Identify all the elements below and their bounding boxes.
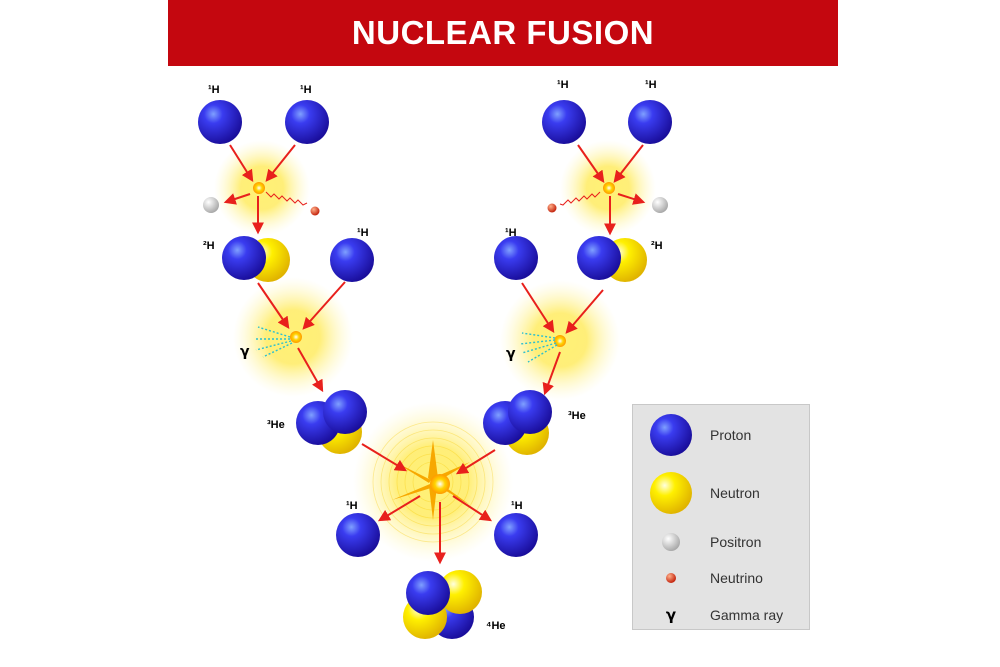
legend-item-neutrino: Neutrino <box>633 558 811 598</box>
neutron-particle <box>438 570 482 614</box>
legend-label: Proton <box>710 427 752 443</box>
core-left-top <box>253 182 265 194</box>
neutrino-icon <box>647 558 695 598</box>
neutrino-particle <box>547 203 557 213</box>
core-right-top <box>603 182 615 194</box>
label-h1: ¹H <box>208 84 220 96</box>
arrow <box>377 495 421 522</box>
gamma-rays <box>254 326 558 363</box>
arrow <box>577 144 605 183</box>
label-h1: ¹H <box>505 227 517 239</box>
arrow <box>257 282 290 329</box>
positron-particle <box>652 197 668 213</box>
legend-label: Neutron <box>710 485 760 501</box>
label-h1: ¹H <box>300 84 312 96</box>
label-h1: ¹H <box>357 227 369 239</box>
wavy-line <box>559 191 601 206</box>
label-gamma: γ <box>506 346 516 362</box>
neutrino-particle <box>310 206 320 216</box>
proton-particle <box>494 236 538 280</box>
arrow <box>361 443 408 472</box>
positron-icon <box>647 522 695 562</box>
label-h2: ²H <box>203 240 215 252</box>
core-right-mid <box>554 335 566 347</box>
proton-particle <box>222 236 266 280</box>
legend-item-proton: Proton <box>633 414 811 456</box>
proton-particle <box>323 390 367 434</box>
arrow <box>452 495 493 522</box>
label-he3: ³He <box>568 410 586 422</box>
core-left-mid <box>290 331 302 343</box>
proton-particle <box>542 100 586 144</box>
arrow <box>542 351 561 396</box>
arrow <box>229 144 254 183</box>
legend: Proton Neutron Positron Neutrino γ Gamma… <box>632 404 810 630</box>
proton-particle <box>198 100 242 144</box>
arrow <box>302 281 346 330</box>
gamma-icon: γ <box>647 595 695 635</box>
wavy-line <box>265 191 308 206</box>
proton-particle <box>336 513 380 557</box>
label-h2: ²H <box>651 240 663 252</box>
legend-label: Neutrino <box>710 570 763 586</box>
proton-particle <box>285 100 329 144</box>
gamma-symbol: γ <box>665 606 677 624</box>
label-h1: ¹H <box>557 79 569 91</box>
neutrino-trails <box>265 191 601 206</box>
isotope-labels: ¹H ¹H ¹H ¹H ²H ¹H ¹H ²H γ γ ³He ³He ¹H ¹… <box>203 79 663 632</box>
label-h1: ¹H <box>645 79 657 91</box>
page-title: NUCLEAR FUSION <box>351 14 655 51</box>
arrow <box>617 193 646 205</box>
reaction-arrows <box>223 144 646 565</box>
arrow <box>565 289 604 334</box>
proton-particle <box>508 390 552 434</box>
particles <box>198 100 672 639</box>
proton-particle <box>330 238 374 282</box>
proton-particle <box>494 513 538 557</box>
arrow <box>223 193 251 205</box>
proton-icon <box>647 414 695 456</box>
neutron-icon <box>647 472 695 514</box>
arrow <box>265 144 296 182</box>
label-he4: ⁴He <box>486 620 506 632</box>
proton-particle <box>406 571 450 615</box>
positron-particle <box>203 197 219 213</box>
arrow <box>455 449 496 475</box>
arrow <box>297 347 324 393</box>
legend-item-neutron: Neutron <box>633 472 811 514</box>
arrow <box>613 144 644 183</box>
legend-label: Positron <box>710 534 762 550</box>
label-h1: ¹H <box>511 500 523 512</box>
label-h1: ¹H <box>346 500 358 512</box>
proton-particle <box>628 100 672 144</box>
arrow <box>521 282 555 334</box>
label-gamma: γ <box>240 344 250 360</box>
legend-item-positron: Positron <box>633 522 811 562</box>
label-he3: ³He <box>267 419 285 431</box>
proton-particle <box>577 236 621 280</box>
legend-item-gamma: γ Gamma ray <box>633 595 811 635</box>
title-bar: NUCLEAR FUSION <box>168 0 838 66</box>
reaction-glows <box>214 140 656 562</box>
legend-label: Gamma ray <box>710 607 784 623</box>
